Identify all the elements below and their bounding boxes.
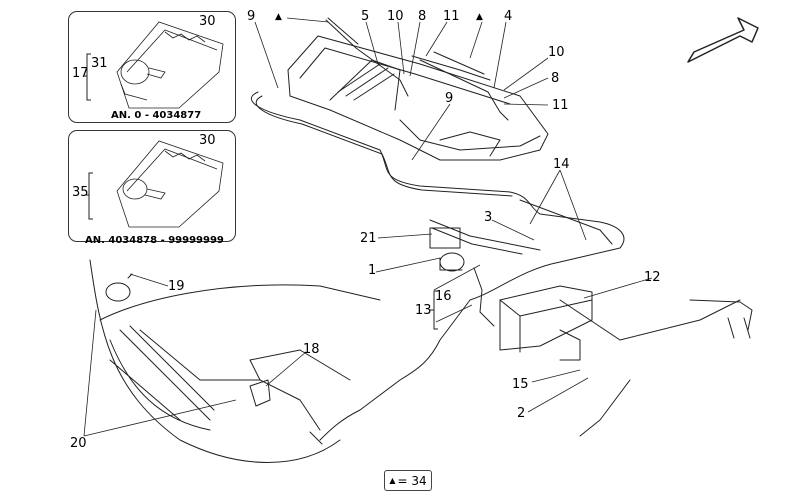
callout-8-right: 8 — [551, 71, 560, 86]
callout-5: 5 — [361, 9, 370, 24]
callout-21: 21 — [360, 231, 377, 246]
legend-text: = 34 — [397, 473, 427, 488]
callout-20: 20 — [70, 436, 87, 451]
bracket-35 — [85, 172, 93, 220]
bracket-17 — [83, 53, 91, 101]
callout-12: 12 — [644, 270, 661, 285]
inset-late-drawing — [116, 140, 224, 228]
callout-30-inset2: 30 — [199, 133, 216, 148]
triangle-marker-1: ▲ — [275, 12, 282, 22]
callout-3: 3 — [484, 210, 493, 225]
wiper-motor-linkage — [429, 219, 541, 272]
callout-13: 13 — [415, 303, 432, 318]
callout-1: 1 — [368, 263, 377, 278]
legend-triangle-icon: ▲ — [389, 476, 396, 485]
inset-caption-late: AN. 4034878 - 99999999 — [85, 235, 224, 246]
triangle-marker-2: ▲ — [476, 12, 483, 22]
callout-14: 14 — [553, 157, 570, 172]
callout-30-inset1: 30 — [199, 14, 216, 29]
callout-35: 35 — [72, 185, 89, 200]
callout-31: 31 — [91, 56, 108, 71]
inset-early-drawing — [116, 21, 224, 109]
washer-reservoir — [473, 267, 593, 361]
inset-caption-early: AN. 0 - 4034877 — [111, 110, 202, 121]
inset-panel-early: AN. 0 - 4034877 30 31 17 — [68, 11, 236, 123]
callout-18: 18 — [303, 342, 320, 357]
callout-8-top: 8 — [418, 9, 427, 24]
callout-9-top: 9 — [247, 9, 256, 24]
callout-11-top: 11 — [443, 9, 460, 24]
car-front-outline — [89, 259, 381, 463]
washer-hose — [251, 91, 753, 441]
arrow-pointing-down-left-icon — [687, 17, 759, 63]
callout-16: 16 — [435, 289, 452, 304]
callout-10-top: 10 — [387, 9, 404, 24]
callout-15: 15 — [512, 377, 529, 392]
inset-panel-late: AN. 4034878 - 99999999 30 35 — [68, 130, 236, 246]
callout-11-right: 11 — [552, 98, 569, 113]
callout-4: 4 — [504, 9, 513, 24]
wiper-arms — [325, 17, 509, 121]
callout-10-right: 10 — [548, 45, 565, 60]
callout-19: 19 — [168, 279, 185, 294]
callout-9-mid: 9 — [445, 91, 454, 106]
cowl-panel — [287, 35, 549, 161]
legend-box: ▲ = 34 — [384, 470, 432, 491]
bracket-13 — [430, 290, 438, 330]
headlamp-washer — [105, 273, 323, 445]
callout-2: 2 — [517, 406, 526, 421]
callout-17: 17 — [72, 66, 89, 81]
